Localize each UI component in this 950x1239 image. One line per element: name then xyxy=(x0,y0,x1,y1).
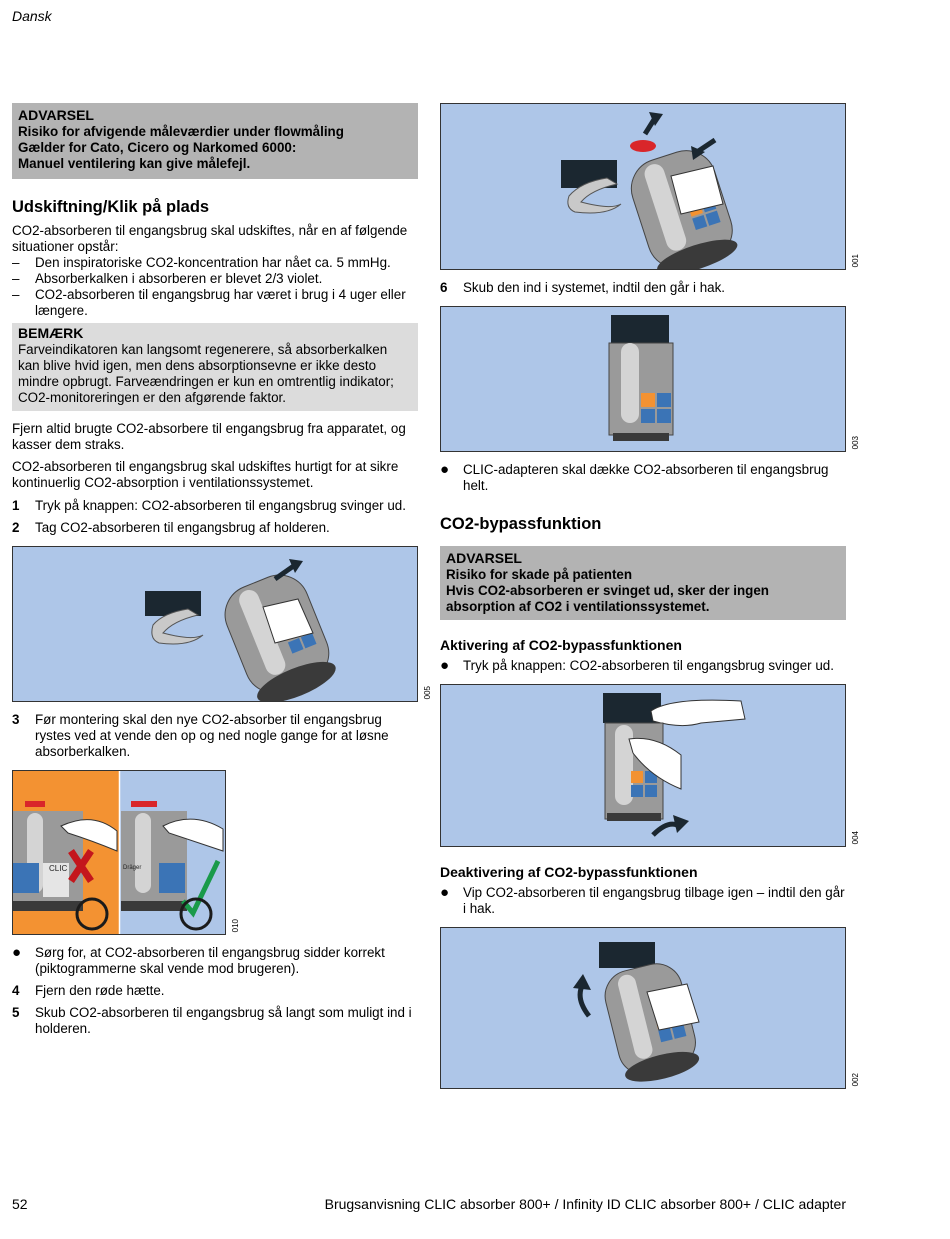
intro-paragraph: CO2-absorberen til engangsbrug skal udsk… xyxy=(12,223,408,254)
warning-title: ADVARSEL xyxy=(446,550,522,566)
figure-code: 004 xyxy=(851,830,860,844)
page-footer: 52 Brugsanvisning CLIC absorber 800+ / I… xyxy=(12,1196,846,1212)
figure-code: 003 xyxy=(851,435,860,449)
subheading-activate-bypass: Aktivering af CO2-bypassfunktionen xyxy=(440,637,682,653)
warning-line: Risiko for skade på patienten xyxy=(446,567,633,582)
figure-code: 010 xyxy=(231,918,240,932)
document-title: Brugsanvisning CLIC absorber 800+ / Infi… xyxy=(324,1196,846,1212)
illustration-absorber-tilted xyxy=(145,559,336,701)
paragraph-remove: Fjern altid brugte CO2-absorbere til eng… xyxy=(12,421,406,452)
figure-absorber-mounted: 003 xyxy=(440,306,860,452)
warning-box-flow: ADVARSEL Risiko for afvigende måleværdie… xyxy=(12,103,418,179)
figure-code: 001 xyxy=(851,253,860,267)
bullet-item: ●Sørg for, at CO2-absorberen til engangs… xyxy=(12,944,385,977)
list-item: –Absorberkalken i absorberen er blevet 2… xyxy=(12,271,323,286)
warning-title: ADVARSEL xyxy=(18,107,94,123)
note-box: BEMÆRK Farveindikatoren kan langsomt reg… xyxy=(12,323,418,411)
warning-line: Gælder for Cato, Cicero og Narkomed 6000… xyxy=(18,140,297,155)
illustration-remove-cap xyxy=(561,112,738,269)
bullet-item: ●Vip CO2-absorberen til engangsbrug tilb… xyxy=(440,884,845,917)
page-number: 52 xyxy=(12,1196,28,1212)
illustration-mounted-absorber xyxy=(608,315,674,441)
warning-box-patient: ADVARSEL Risiko for skade på patienten H… xyxy=(440,546,846,620)
warning-line: Risiko for afvigende måleværdier under f… xyxy=(18,124,344,139)
figure-tilt-back: 002 xyxy=(440,927,860,1089)
section-heading-bypass: CO2-bypassfunktion xyxy=(440,515,602,533)
list-item: –Den inspiratoriske CO2-koncentration ha… xyxy=(12,255,391,270)
list-item: –CO2-absorberen til engangsbrug har være… xyxy=(12,287,406,318)
illustration-tilt-back-absorber xyxy=(573,942,700,1082)
section-heading-replacement: Udskiftning/Klik på plads xyxy=(12,198,210,216)
note-text: Farveindikatoren kan langsomt regenerere… xyxy=(18,342,394,405)
bullet-item: ●Tryk på knappen: CO2-absorberen til eng… xyxy=(440,657,834,674)
conditions-list: –Den inspiratoriske CO2-koncentration ha… xyxy=(12,255,418,319)
language-label: Dansk xyxy=(12,8,52,24)
left-column: ADVARSEL Risiko for afvigende måleværdie… xyxy=(12,103,432,1037)
warning-line: Manuel ventilering kan give målefejl. xyxy=(18,156,251,171)
subheading-deactivate-bypass: Deaktivering af CO2-bypassfunktionen xyxy=(440,864,698,880)
figure-code: 005 xyxy=(423,685,432,699)
figure-remove-absorber: 005 xyxy=(12,546,432,702)
warning-line: Hvis CO2-absorberen er svinget ud, sker … xyxy=(446,583,769,614)
figure-press-button: 004 xyxy=(440,684,860,847)
paragraph-replace-quickly: CO2-absorberen til engangsbrug skal udsk… xyxy=(12,459,399,490)
illustration-press-release-button xyxy=(603,693,746,837)
note-title: BEMÆRK xyxy=(18,325,84,341)
bullet-item: ●CLIC-adapteren skal dække CO2-absorbere… xyxy=(440,461,829,494)
figure-code: 002 xyxy=(851,1072,860,1086)
figure-correct-orientation: CLIC Dräger 010 xyxy=(12,770,240,935)
illustration-orientation-comparison: CLIC Dräger xyxy=(13,771,225,934)
brand-label: Dräger xyxy=(123,865,141,871)
clic-label: CLIC xyxy=(49,864,67,873)
figure-insert-absorber: 001 xyxy=(440,103,860,270)
